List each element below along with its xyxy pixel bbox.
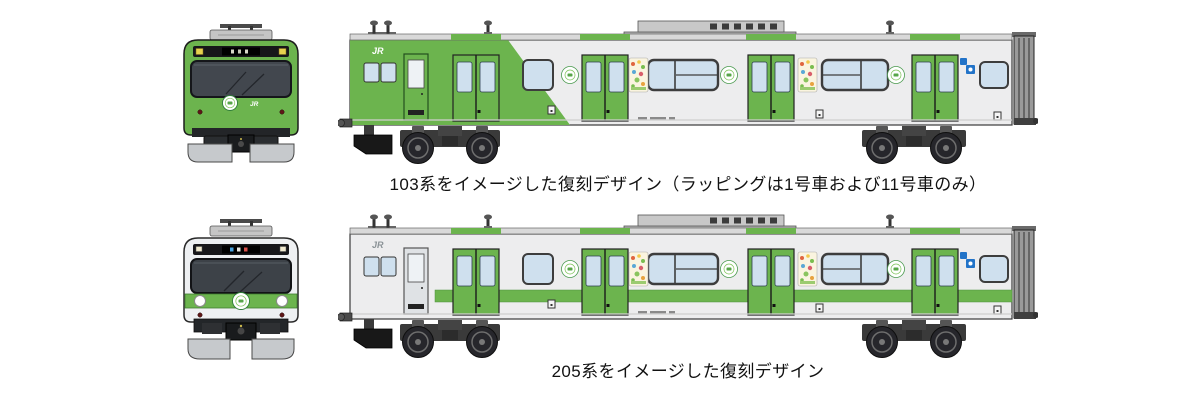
tail-light-icon <box>279 312 285 318</box>
headlight-icon <box>276 295 288 307</box>
coupler <box>338 312 353 322</box>
logo-sticker-icon <box>887 66 905 84</box>
passenger-door <box>911 54 959 122</box>
roof-equipment <box>209 219 273 237</box>
green-waist-band <box>434 289 1013 303</box>
train-205-front-illustration <box>183 219 299 360</box>
bogie <box>862 126 966 164</box>
bogie <box>862 320 966 358</box>
headlight-icon <box>194 295 206 307</box>
door-top-stripe <box>746 228 796 234</box>
jr-logo: JR <box>372 240 384 250</box>
skirt <box>187 338 295 360</box>
passenger-door <box>452 248 500 316</box>
door-top-stripe <box>580 228 630 234</box>
train-103-front-view: JR <box>180 24 302 167</box>
headmark-badge-icon <box>222 95 238 111</box>
coupler <box>338 118 353 128</box>
side-window <box>522 59 554 91</box>
wheelchair-sticker-icon <box>960 252 975 268</box>
car-number <box>638 311 675 314</box>
logo-sticker-icon <box>561 66 579 84</box>
roof-equipment <box>209 24 273 41</box>
cab-side-windows <box>363 62 397 83</box>
rail-deflector <box>353 319 393 349</box>
train-103-side-view: JR <box>338 18 1038 168</box>
tail-light-icon <box>279 109 285 115</box>
windshield <box>190 258 292 294</box>
caption-205: 205系をイメージした復刻デザイン <box>551 362 825 381</box>
gangway-end <box>1012 226 1038 319</box>
destination-display <box>193 244 289 255</box>
side-window <box>820 252 890 286</box>
side-window <box>979 61 1009 89</box>
side-window <box>820 58 890 92</box>
caption-103: 103系をイメージした復刻デザイン（ラッピングは1号車および11号車のみ） <box>389 175 987 194</box>
passenger-door <box>581 248 629 316</box>
gangway-end <box>1012 32 1038 125</box>
train-205-side-illustration: JR <box>338 214 1038 358</box>
skirt <box>187 143 295 163</box>
passenger-door <box>747 54 795 122</box>
side-window <box>646 58 720 92</box>
side-window <box>522 253 554 285</box>
headmark-badge-icon <box>232 292 250 310</box>
train-103-front-illustration: JR <box>183 24 299 163</box>
wrapping-art-panel <box>797 251 818 287</box>
tail-light-icon <box>197 312 203 318</box>
logo-sticker-icon <box>887 260 905 278</box>
logo-sticker-icon <box>561 260 579 278</box>
passenger-door <box>581 54 629 122</box>
rail-deflector <box>353 125 393 155</box>
coupler <box>193 318 289 341</box>
door-top-stripe <box>910 34 960 40</box>
jr-logo: JR <box>250 101 259 108</box>
bogie <box>400 126 500 164</box>
bogie <box>400 320 500 358</box>
cab-side-windows <box>363 256 397 277</box>
passenger-door <box>452 54 500 122</box>
crew-door <box>403 53 429 121</box>
car-number <box>638 117 675 120</box>
door-top-stripe <box>451 34 501 40</box>
tail-light-icon <box>197 109 203 115</box>
door-top-stripe <box>910 228 960 234</box>
jr-logo: JR <box>372 46 384 56</box>
side-window <box>979 255 1009 283</box>
side-window <box>646 252 720 286</box>
passenger-door <box>747 248 795 316</box>
wrapping-art-panel <box>797 57 818 93</box>
passenger-door <box>911 248 959 316</box>
wrapping-art-panel <box>628 251 649 287</box>
windshield <box>190 60 292 98</box>
door-top-stripe <box>451 228 501 234</box>
train-103-side-illustration: JR <box>338 20 1038 164</box>
logo-sticker-icon <box>720 260 738 278</box>
antenna-icon <box>368 20 894 35</box>
wrapping-art-panel <box>628 57 649 93</box>
door-indicator <box>547 299 1002 315</box>
door-top-stripe <box>580 34 630 40</box>
antenna-icon <box>368 214 894 229</box>
train-205-front-view <box>180 219 302 372</box>
destination-display <box>193 46 289 57</box>
logo-sticker-icon <box>720 66 738 84</box>
wheelchair-sticker-icon <box>960 58 975 74</box>
crew-door <box>403 247 429 315</box>
door-top-stripe <box>746 34 796 40</box>
train-205-side-view: JR <box>338 212 1038 362</box>
